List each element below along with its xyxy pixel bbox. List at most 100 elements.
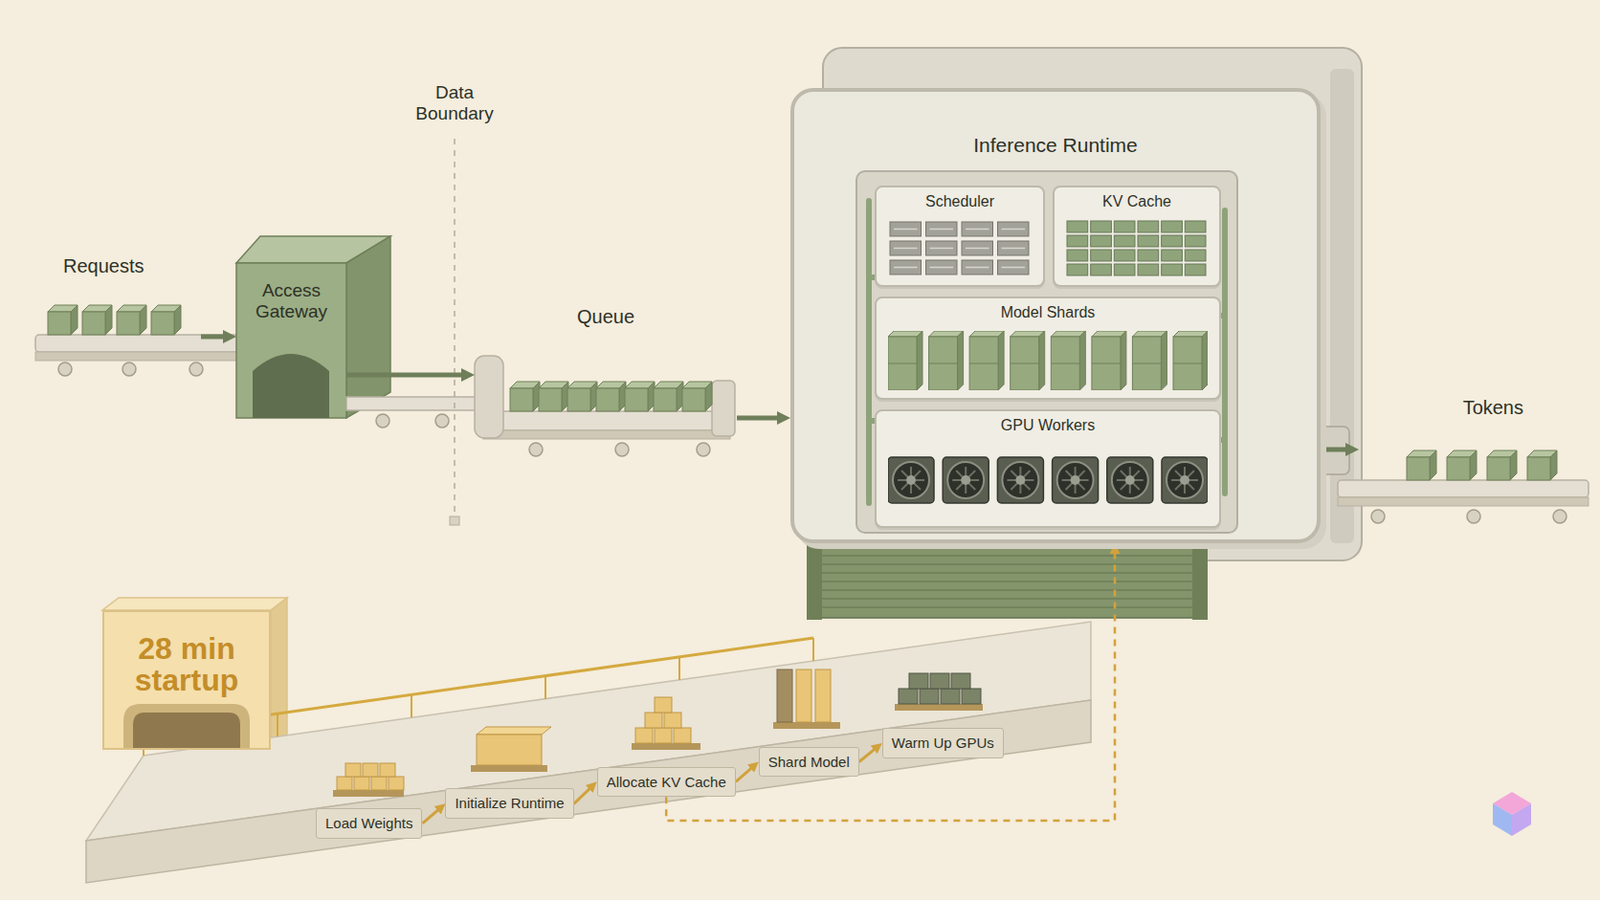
slot-line: [893, 228, 918, 231]
model-shards-unit: Model Shards: [874, 296, 1222, 400]
schedule-slot: [926, 222, 958, 237]
wheel: [1466, 510, 1481, 524]
queued-cube: [510, 381, 540, 412]
cache-crate: [644, 712, 663, 729]
cache-cell: [1137, 235, 1159, 247]
node-text: Tokens: [1358, 397, 1524, 421]
requests-conveyor: Requests: [38, 244, 201, 378]
slot-line: [930, 228, 955, 231]
weight-crate: [362, 763, 378, 778]
gpu-fan: [1001, 462, 1039, 499]
cache-cell: [1090, 264, 1112, 276]
gateway-box: Access Gateway: [236, 263, 347, 419]
request-cube: [47, 305, 78, 335]
slot-line: [893, 266, 918, 269]
cache-crate: [664, 712, 682, 729]
shard-front: [888, 336, 917, 391]
shard-seam: [1050, 363, 1080, 365]
schedule-slot: [998, 241, 1030, 256]
cache-cell: [1184, 221, 1206, 233]
cache-cell: [1184, 235, 1206, 247]
gpu-case: [1161, 457, 1208, 504]
gpu-case: [997, 457, 1044, 504]
shards-decor: [888, 331, 1208, 391]
weight-crate: [371, 777, 387, 791]
flow-arrow: [422, 807, 443, 824]
weight-crate: [388, 777, 404, 791]
boundary-label: Data Boundary: [406, 82, 503, 126]
gpu-fan: [947, 462, 984, 499]
cache-cell: [1161, 249, 1183, 262]
gpu-crate: [919, 688, 939, 705]
cache-crate: [654, 728, 672, 744]
gpu-crate: [909, 673, 929, 689]
request-cube: [116, 305, 147, 335]
wheel: [376, 414, 390, 428]
shard-front: [929, 336, 958, 391]
crate-top: [476, 727, 552, 735]
gpu-crate: [951, 673, 971, 689]
weight-crate: [354, 777, 370, 791]
gateway-front: [236, 263, 347, 419]
cache-cell: [1161, 235, 1183, 247]
runtime-housing: Inference RuntimeSchedulerKV CacheModel …: [790, 88, 1321, 544]
shard-panel: [777, 669, 793, 723]
tunnel-frame: [123, 704, 250, 749]
shard-front: [1010, 336, 1040, 391]
slot-line: [930, 266, 955, 269]
arch-decor: [123, 704, 250, 749]
pallet: [333, 790, 404, 798]
flow-arrow: [1320, 447, 1354, 453]
boundary-post: [449, 516, 460, 526]
shard-seam: [929, 363, 958, 365]
conveyor-belt: [1337, 480, 1589, 498]
watermark-left: [1492, 803, 1512, 837]
gpu-fan: [1057, 462, 1094, 499]
wheel: [1371, 510, 1385, 524]
wheel: [435, 414, 449, 428]
shard-side: [1039, 331, 1045, 391]
node-text: Access Gateway: [242, 280, 341, 324]
cache-cell: [1113, 249, 1135, 262]
cache-cell: [1161, 221, 1183, 233]
runtime-crate: [476, 734, 542, 766]
shard-side: [916, 331, 923, 391]
shard-side: [1160, 331, 1167, 391]
shard-seam: [888, 363, 917, 365]
sched-decor: [888, 220, 1032, 278]
queue-cap: [474, 355, 504, 439]
token-cube: [1527, 450, 1557, 481]
gpu-case: [1107, 457, 1154, 504]
step-plate: Initialize Runtime: [444, 788, 574, 820]
shard-seam: [1091, 363, 1121, 365]
fan-hub: [1015, 475, 1025, 486]
node-text: KV Cache: [1054, 193, 1220, 212]
watermark-right: [1511, 803, 1532, 837]
slot-line: [930, 247, 955, 250]
schedule-slot: [998, 222, 1030, 237]
wheel: [696, 443, 711, 457]
step-plate: Allocate KV Cache: [597, 767, 736, 799]
node-text: 28 min startup: [127, 633, 246, 696]
slot-line: [965, 228, 990, 231]
schedule-slot: [961, 260, 994, 275]
door-slats: [818, 547, 1197, 608]
wheel: [529, 443, 543, 457]
boundary-line: [453, 138, 456, 517]
schedule-slot: [926, 241, 958, 256]
cache-cell: [1184, 264, 1206, 276]
schedule-slot: [961, 241, 994, 256]
gpu-fan: [1111, 462, 1149, 499]
node-text: GPU Workers: [876, 417, 1220, 436]
node-text: Model Shards: [876, 304, 1220, 323]
step-plate: Shard Model: [758, 747, 860, 778]
door: [818, 537, 1197, 619]
weight-crate: [345, 763, 361, 778]
gpu-crate: [961, 688, 981, 705]
cache-cell: [1066, 249, 1089, 262]
fan-blades: [1006, 466, 1034, 494]
slot-line: [1001, 266, 1026, 269]
token-cube: [1487, 450, 1517, 481]
wheel: [1553, 510, 1567, 524]
